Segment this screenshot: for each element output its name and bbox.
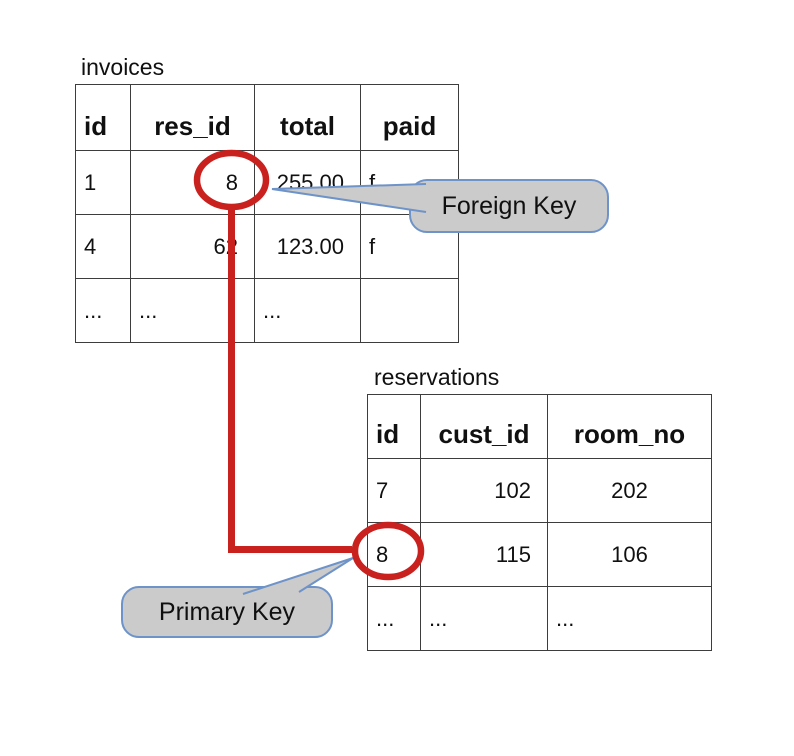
invoices-col-id: id bbox=[75, 84, 131, 151]
table-cell: 115 bbox=[420, 522, 548, 587]
table-cell bbox=[360, 278, 459, 343]
table-cell: 255.00 bbox=[254, 150, 361, 215]
table-cell: 202 bbox=[547, 458, 712, 523]
invoices-col-paid: paid bbox=[360, 84, 459, 151]
table-cell: 62 bbox=[130, 214, 255, 279]
table-row: 8 115 106 bbox=[367, 522, 712, 587]
table-cell: ... bbox=[420, 586, 548, 651]
reservations-table: id cust_id room_no 7 102 202 8 115 106 .… bbox=[367, 394, 712, 651]
table-cell: ... bbox=[367, 586, 421, 651]
table-cell: ... bbox=[75, 278, 131, 343]
foreign-key-callout-label: Foreign Key bbox=[441, 191, 577, 220]
invoices-col-res-id: res_id bbox=[130, 84, 255, 151]
table-cell: 1 bbox=[75, 150, 131, 215]
invoices-table-title: invoices bbox=[81, 54, 165, 80]
table-cell-primary-key-value: 8 bbox=[367, 522, 421, 587]
table-row: 7 102 202 bbox=[367, 458, 712, 523]
reservations-col-id: id bbox=[367, 394, 421, 459]
invoices-col-total: total bbox=[254, 84, 361, 151]
reservations-header-row: id cust_id room_no bbox=[367, 394, 712, 459]
table-row: ... ... ... bbox=[75, 278, 459, 343]
table-cell-foreign-key-value: 8 bbox=[130, 150, 255, 215]
reservations-col-cust-id: cust_id bbox=[420, 394, 548, 459]
table-row: 1 8 255.00 f bbox=[75, 150, 459, 215]
table-cell: ... bbox=[130, 278, 255, 343]
table-cell: 7 bbox=[367, 458, 421, 523]
table-cell: 102 bbox=[420, 458, 548, 523]
table-cell: 4 bbox=[75, 214, 131, 279]
table-cell: ... bbox=[254, 278, 361, 343]
table-cell: 106 bbox=[547, 522, 712, 587]
reservations-col-room-no: room_no bbox=[547, 394, 712, 459]
table-row: ... ... ... bbox=[367, 586, 712, 651]
table-row: 4 62 123.00 f bbox=[75, 214, 459, 279]
invoices-header-row: id res_id total paid bbox=[75, 84, 459, 151]
invoices-table: id res_id total paid 1 8 255.00 f 4 62 1… bbox=[75, 84, 459, 343]
table-cell: ... bbox=[547, 586, 712, 651]
primary-key-callout-label: Primary Key bbox=[158, 597, 296, 626]
reservations-table-title: reservations bbox=[374, 364, 500, 390]
table-cell: 123.00 bbox=[254, 214, 361, 279]
